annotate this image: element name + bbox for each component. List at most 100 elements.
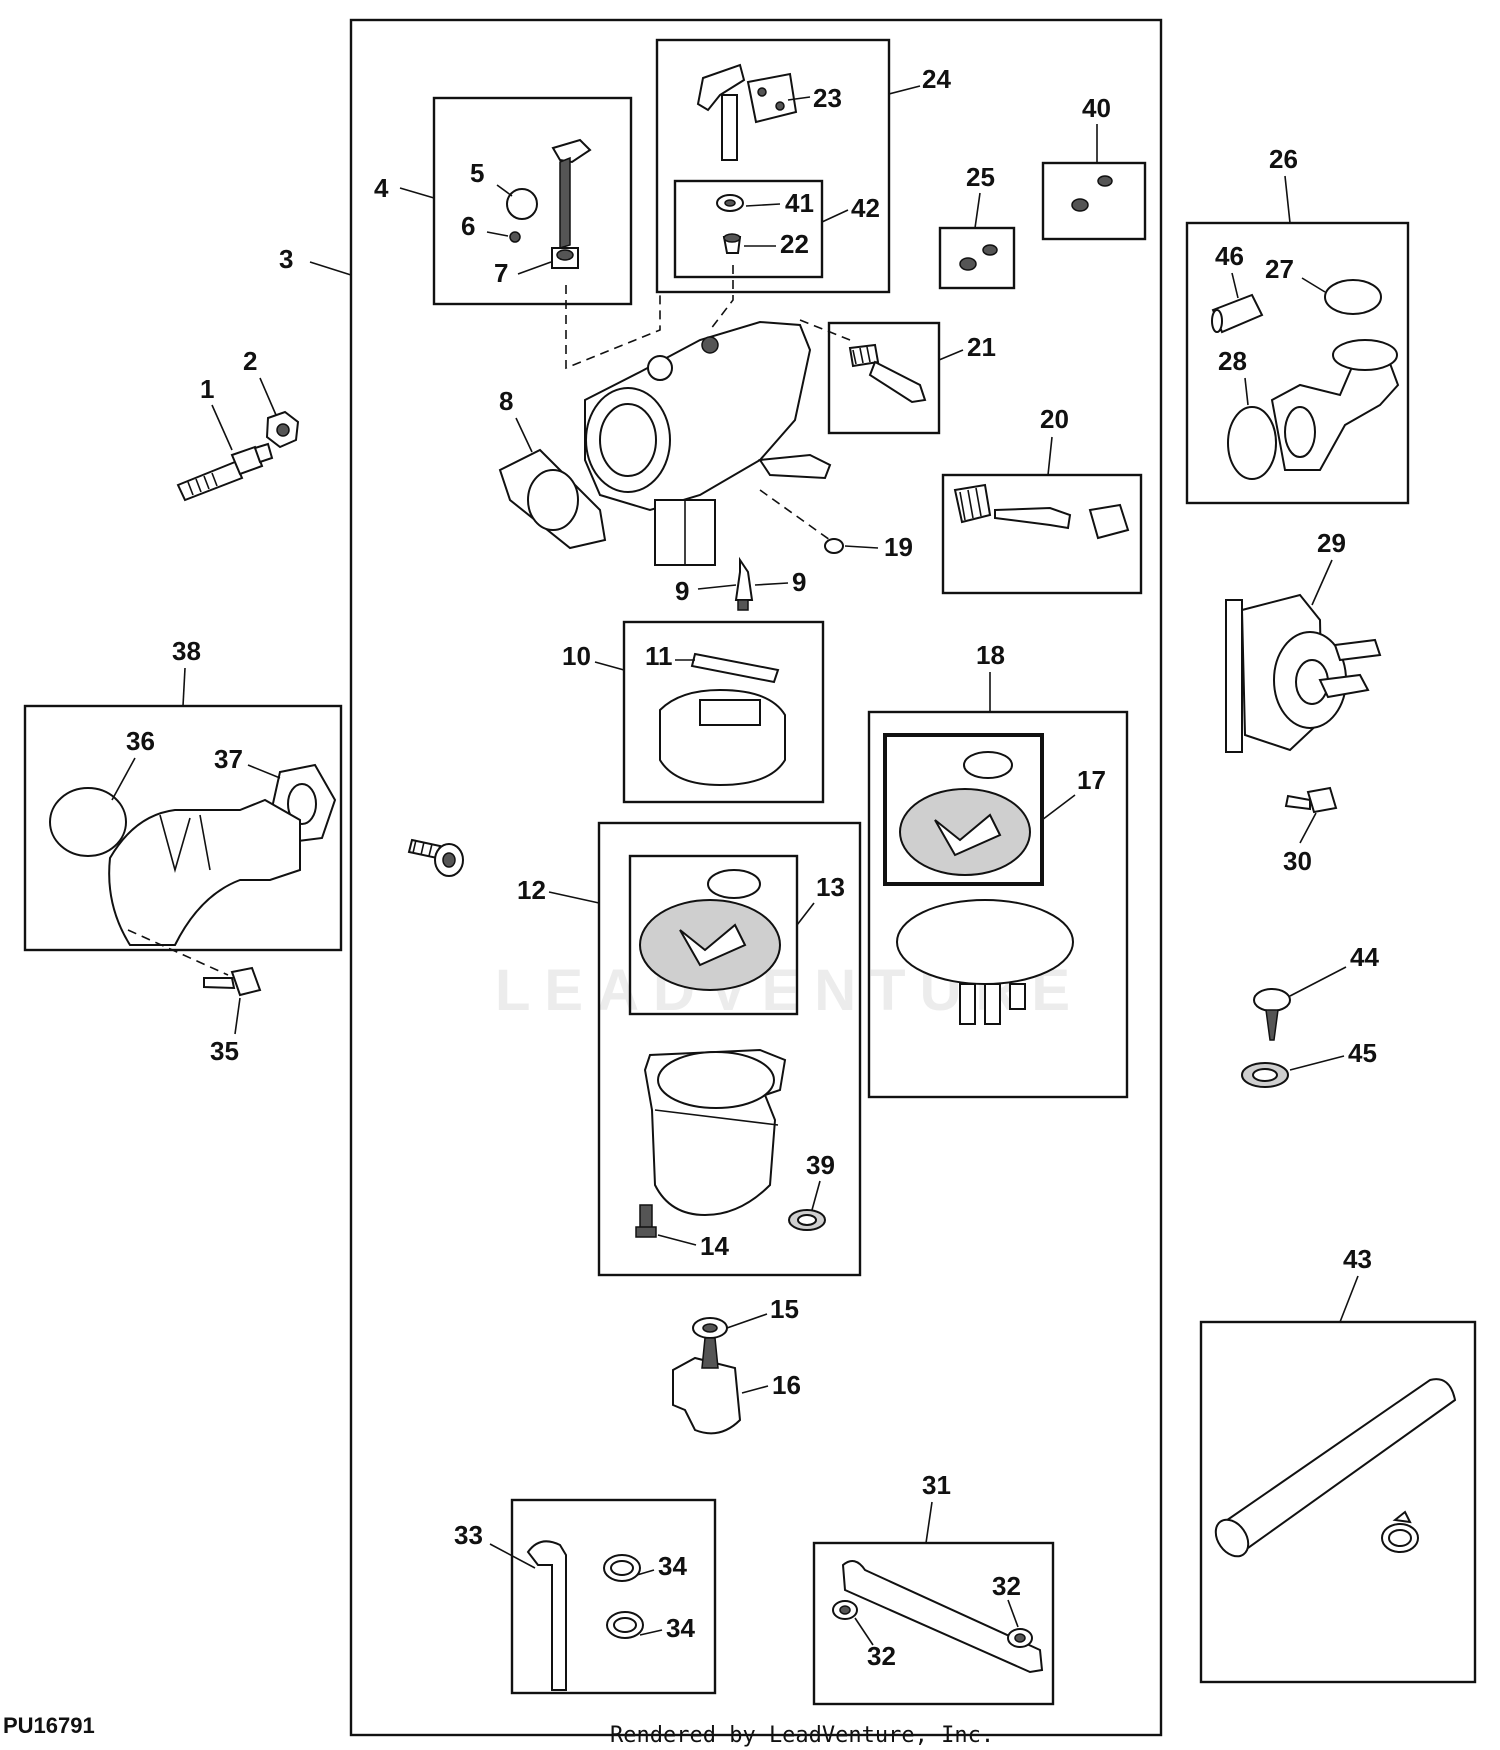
callout-20[interactable]: 20	[1040, 404, 1069, 434]
callout-10[interactable]: 10	[562, 641, 591, 671]
callout-23[interactable]: 23	[813, 83, 842, 113]
callout-34b[interactable]: 34	[666, 1613, 695, 1643]
callout-43[interactable]: 43	[1343, 1244, 1372, 1274]
callout-36[interactable]: 36	[126, 726, 155, 756]
o-ring-part-27[interactable]	[1324, 279, 1382, 315]
leader-33	[489, 1543, 536, 1569]
callout-42[interactable]: 42	[851, 193, 880, 223]
leader-42	[821, 209, 849, 223]
callout-14[interactable]: 14	[700, 1231, 729, 1261]
callout-45[interactable]: 45	[1348, 1038, 1377, 1068]
callout-3[interactable]: 3	[279, 244, 293, 274]
callout-41[interactable]: 41	[785, 188, 814, 218]
callout-46[interactable]: 46	[1215, 241, 1244, 271]
callout-38[interactable]: 38	[172, 636, 201, 666]
callout-17[interactable]: 17	[1077, 765, 1106, 795]
callout-12[interactable]: 12	[517, 875, 546, 905]
clamp-part-34a[interactable]	[603, 1554, 641, 1582]
screw-part-30[interactable]	[1284, 786, 1338, 814]
callout-32a[interactable]: 32	[867, 1641, 896, 1671]
callout-7[interactable]: 7	[494, 258, 508, 288]
washer-part-39[interactable]	[788, 1209, 826, 1231]
solenoid-part-16[interactable]	[672, 1337, 742, 1435]
callout-5[interactable]: 5	[470, 158, 484, 188]
callout-16[interactable]: 16	[772, 1370, 801, 1400]
o-ring-part-36[interactable]	[49, 787, 127, 857]
plug-part-19[interactable]	[824, 538, 844, 554]
callout-9a[interactable]: 9	[675, 576, 689, 606]
clamp-part-32a[interactable]	[832, 1600, 858, 1620]
bolt-unlabeled[interactable]	[407, 838, 464, 877]
callout-32b[interactable]: 32	[992, 1571, 1021, 1601]
seal-part-41[interactable]	[716, 194, 744, 212]
callout-1[interactable]: 1	[200, 374, 214, 404]
callout-30[interactable]: 30	[1283, 846, 1312, 876]
hose-part-33[interactable]	[526, 1540, 567, 1691]
callout-39[interactable]: 39	[806, 1150, 835, 1180]
gasket-part-8[interactable]	[498, 448, 607, 550]
washer-part-45[interactable]	[1241, 1062, 1289, 1088]
callout-24[interactable]: 24	[922, 64, 951, 94]
callout-13[interactable]: 13	[816, 872, 845, 902]
group-box-42	[673, 179, 824, 279]
hose-part-31[interactable]	[841, 1560, 1044, 1674]
callout-27[interactable]: 27	[1265, 254, 1294, 284]
screw-part-44[interactable]	[1253, 988, 1291, 1041]
clamp-part-32b[interactable]	[1007, 1628, 1033, 1648]
float-bowl-part-12[interactable]	[643, 1048, 787, 1217]
hose-part-43[interactable]	[1209, 1378, 1457, 1562]
callout-15[interactable]: 15	[770, 1294, 799, 1324]
callout-21[interactable]: 21	[967, 332, 996, 362]
callout-18[interactable]: 18	[976, 640, 1005, 670]
callout-31[interactable]: 31	[922, 1470, 951, 1500]
needle-part-9[interactable]	[734, 556, 754, 611]
callout-22[interactable]: 22	[780, 229, 809, 259]
callout-44[interactable]: 44	[1350, 942, 1379, 972]
leader-32b	[1007, 1599, 1019, 1628]
throttle-shaft-part-4[interactable]	[551, 138, 592, 269]
nut-part-2[interactable]	[265, 410, 300, 449]
callout-25[interactable]: 25	[966, 162, 995, 192]
callout-8[interactable]: 8	[499, 386, 513, 416]
callout-34a[interactable]: 34	[658, 1551, 687, 1581]
idle-screw-part-21[interactable]	[848, 343, 927, 404]
screw-part-14[interactable]	[635, 1204, 657, 1238]
choke-shaft-part-23[interactable]	[696, 63, 798, 161]
fuel-pump-part-29[interactable]	[1225, 593, 1382, 753]
pin-part-11[interactable]	[690, 652, 780, 684]
jet-part-25[interactable]	[959, 244, 998, 271]
screw-part-6[interactable]	[509, 231, 521, 243]
callout-33[interactable]: 33	[454, 1520, 483, 1550]
callout-28[interactable]: 28	[1218, 346, 1247, 376]
screw-part-35[interactable]	[203, 966, 262, 997]
o-ring-part-28[interactable]	[1227, 406, 1277, 480]
callout-29[interactable]: 29	[1317, 528, 1346, 558]
mixture-screw-part-20[interactable]	[953, 483, 1130, 540]
carburetor-body[interactable]	[584, 320, 832, 566]
callout-4[interactable]: 4	[374, 173, 389, 203]
callout-35[interactable]: 35	[210, 1036, 239, 1066]
bushing-part-22[interactable]	[722, 233, 742, 254]
callout-9b[interactable]: 9	[792, 567, 806, 597]
clamp-part-43[interactable]	[1381, 1510, 1419, 1553]
base-plate-part-18[interactable]	[896, 899, 1074, 1025]
callout-26[interactable]: 26	[1269, 144, 1298, 174]
washer-part-15[interactable]	[692, 1317, 728, 1339]
callout-40[interactable]: 40	[1082, 93, 1111, 123]
bolt-part-1[interactable]	[176, 442, 274, 502]
throttle-plate-part-5[interactable]	[506, 188, 538, 220]
callout-6[interactable]: 6	[461, 211, 475, 241]
gasket-kit-part-13[interactable]	[639, 869, 781, 991]
intake-elbow-part-38[interactable]	[108, 798, 301, 946]
float-part-10[interactable]	[659, 688, 786, 787]
clamp-part-34b[interactable]	[606, 1611, 644, 1639]
callout-37[interactable]: 37	[214, 744, 243, 774]
callout-2[interactable]: 2	[243, 346, 257, 376]
gasket-kit-part-17[interactable]	[899, 751, 1031, 876]
callout-19[interactable]: 19	[884, 532, 913, 562]
intake-elbow-part-26[interactable]	[1270, 339, 1400, 471]
diagram-code: PU16791	[3, 1713, 95, 1738]
sleeve-part-46[interactable]	[1211, 293, 1264, 334]
callout-11[interactable]: 11	[645, 641, 673, 671]
jet-part-40[interactable]	[1071, 175, 1113, 212]
